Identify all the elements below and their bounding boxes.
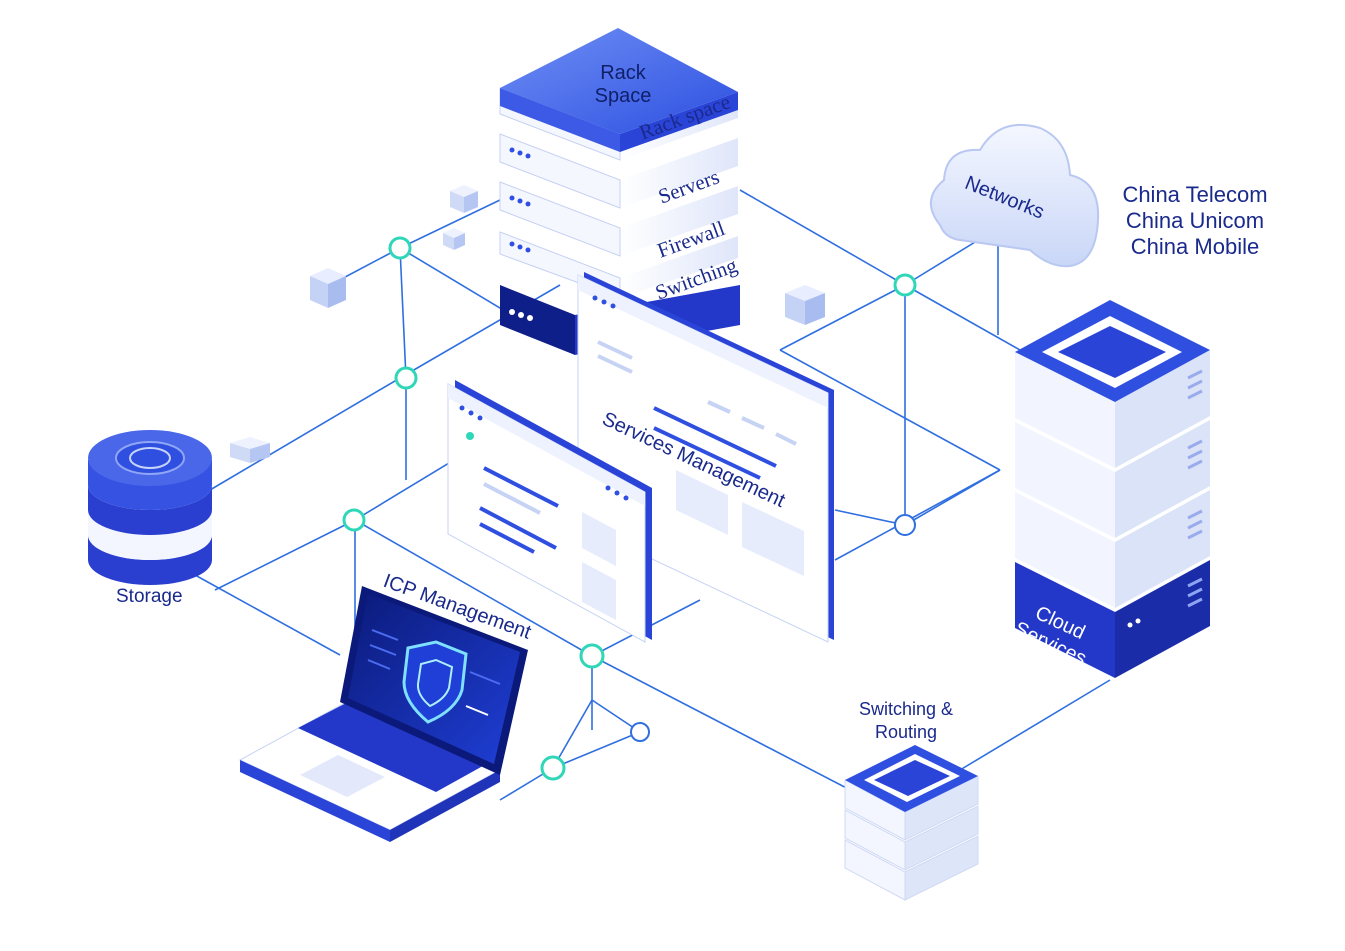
cloud-services-server: [1015, 300, 1210, 678]
rack-title-label: Rack Space: [578, 62, 668, 108]
switching-routing-line2: Routing: [874, 722, 938, 742]
carrier-china-telecom: China Telecom: [1122, 182, 1268, 207]
switching-routing-label: Switching & Routing: [846, 698, 966, 744]
storage-database: [88, 430, 212, 585]
carrier-china-mobile: China Mobile: [1130, 234, 1260, 259]
rack-title-line1: Rack: [600, 62, 646, 84]
app-window: [447, 380, 652, 643]
connection-nodes: [342, 216, 1010, 781]
laptop: [238, 586, 528, 842]
cloud-icon: [930, 123, 1100, 268]
carriers-label: China Telecom China Unicom China Mobile: [1105, 182, 1285, 260]
floating-cubes: [230, 185, 825, 463]
switching-routing-line1: Switching &: [858, 699, 954, 719]
shield-icon: [402, 640, 468, 724]
rack-title-line2: Space: [594, 85, 652, 107]
carrier-china-unicom: China Unicom: [1125, 208, 1265, 233]
storage-label: Storage: [116, 586, 183, 607]
database-icon: [88, 430, 212, 585]
switching-routing-device: [844, 745, 979, 901]
